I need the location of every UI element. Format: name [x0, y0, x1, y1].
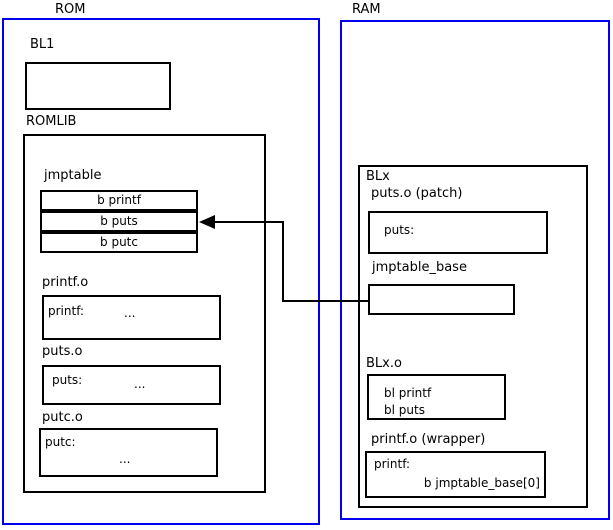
- puts-o-label: puts.o: [42, 344, 83, 359]
- putc-symbol: putc:: [45, 435, 76, 449]
- bl1-label: BL1: [30, 37, 55, 52]
- rom-label: ROM: [55, 2, 86, 17]
- romlib-box: [23, 134, 266, 493]
- jmptable-entry-puts: b puts: [40, 211, 198, 232]
- blx-box: [358, 165, 588, 508]
- bl1-box: [25, 62, 171, 110]
- jmptable-base-box: [368, 284, 515, 315]
- puts-patch-box: puts:: [368, 211, 548, 254]
- jmptable-base-label: jmptable_base: [372, 260, 467, 275]
- puts-body-ellipsis: ...: [134, 377, 146, 391]
- blx-label: BLx: [366, 169, 390, 184]
- printf-wrapper-symbol: printf:: [374, 457, 411, 471]
- putc-o-label: putc.o: [42, 410, 83, 425]
- printf-wrapper-body: b jmptable_base[0]: [423, 476, 540, 490]
- blx-o-box: bl printf bl puts: [367, 374, 506, 420]
- puts-symbol: puts:: [52, 373, 83, 387]
- puts-patch-label: puts.o (patch): [371, 186, 463, 201]
- puts-o-box: puts: ...: [42, 365, 221, 405]
- printf-o-label: printf.o: [42, 275, 89, 290]
- blx-o-line-bl-printf: bl printf: [384, 386, 432, 400]
- ram-label: RAM: [352, 2, 381, 17]
- puts-patch-symbol: puts:: [384, 223, 415, 237]
- printf-o-box: printf: ...: [42, 295, 221, 340]
- blx-o-label: BLx.o: [366, 356, 402, 371]
- jmptable-entry-printf: b printf: [40, 190, 198, 211]
- blx-o-line-bl-puts: bl puts: [384, 403, 425, 417]
- jmptable-label: jmptable: [44, 168, 102, 183]
- printf-body-ellipsis: ...: [124, 306, 136, 320]
- jmptable-entry-putc: b putc: [40, 232, 198, 253]
- romlib-label: ROMLIB: [26, 114, 77, 129]
- putc-body-ellipsis: ...: [119, 452, 131, 466]
- printf-symbol: printf:: [48, 304, 85, 318]
- printf-wrapper-label: printf.o (wrapper): [371, 432, 486, 447]
- printf-wrapper-box: printf: b jmptable_base[0]: [365, 451, 546, 498]
- putc-o-box: putc: ...: [39, 428, 218, 477]
